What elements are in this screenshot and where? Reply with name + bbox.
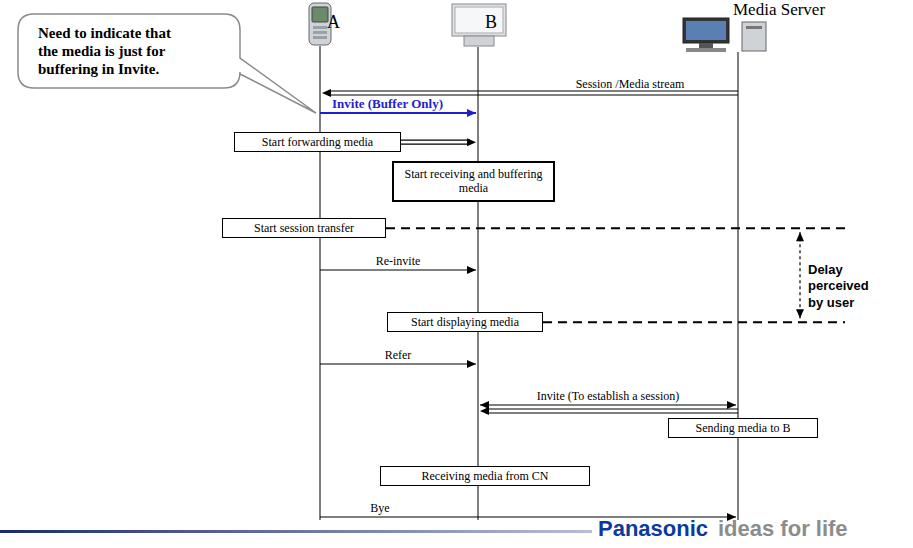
- lifeline: [478, 47, 479, 520]
- tv-screen: [455, 7, 503, 33]
- dashed-marker: [386, 227, 845, 229]
- tv-icon: [452, 4, 506, 46]
- monitor-screen: [686, 21, 726, 40]
- delay-note: Delay perceived by user: [808, 262, 880, 311]
- lifeline: [738, 52, 739, 520]
- message-arrow: [320, 112, 476, 114]
- arrowhead: [322, 89, 331, 97]
- phone-key: [313, 31, 327, 34]
- process-box: Sending media to B: [668, 418, 818, 438]
- participant-name: Media Server: [733, 0, 825, 20]
- phone-screen: [312, 7, 328, 22]
- message-label: Invite (To establish a session): [537, 389, 679, 403]
- message-label: Re-invite: [376, 254, 421, 268]
- arrowhead: [467, 360, 476, 368]
- media-stream-line: [401, 144, 470, 145]
- process-box: Receiving media from CN: [380, 466, 590, 486]
- node-text: Start receiving and buffering media: [400, 167, 547, 196]
- message-arrow: [480, 404, 736, 405]
- dashed-marker: [543, 321, 845, 323]
- node-text: Start displaying media: [396, 315, 534, 329]
- message-label: Session /Media stream: [576, 77, 685, 91]
- phone-key: [313, 36, 327, 39]
- message-arrow: [320, 363, 476, 364]
- media-stream-line: [401, 140, 470, 141]
- delay-arrow: [799, 232, 800, 318]
- node-text: Start session transfer: [231, 221, 377, 235]
- message-label: Refer: [385, 348, 412, 362]
- message-arrow: [320, 269, 476, 270]
- participant-name: B: [485, 12, 497, 34]
- tv-frame: [452, 4, 506, 36]
- monitor-base: [699, 43, 713, 48]
- arrowhead: [467, 266, 476, 274]
- arrowhead: [480, 407, 489, 415]
- node-text: Start forwarding media: [243, 135, 392, 149]
- media-stream-line: [486, 412, 738, 413]
- media-stream-line: [328, 94, 738, 95]
- lifeline: [320, 46, 321, 520]
- keyboard: [686, 48, 726, 52]
- pc-icon: [683, 18, 766, 52]
- arrowhead: [727, 401, 736, 409]
- tower: [742, 22, 766, 51]
- media-stream-line: [486, 408, 738, 409]
- monitor: [683, 18, 729, 43]
- tv-stand: [464, 36, 494, 46]
- drive-bay: [746, 26, 762, 29]
- process-box: Start displaying media: [387, 312, 543, 332]
- callout-shape: [18, 14, 316, 113]
- process-box: Start forwarding media: [234, 132, 401, 152]
- logo-tagline: ideas for life: [718, 516, 848, 542]
- process-box: Start receiving and buffering media: [392, 161, 555, 202]
- message-label: Bye: [370, 501, 389, 515]
- node-text: Sending media to B: [677, 421, 809, 435]
- arrowhead: [467, 109, 476, 117]
- phone-key: [313, 26, 327, 29]
- node-text: Need to indicate that the media is just …: [38, 24, 182, 78]
- participant-name: A: [327, 12, 340, 34]
- message-label: Invite (Buffer Only): [332, 96, 443, 112]
- node-text: Receiving media from CN: [389, 469, 581, 483]
- arrowhead: [796, 309, 804, 318]
- arrowhead: [796, 232, 804, 241]
- arrowhead: [467, 138, 476, 146]
- footer-rule: [0, 530, 592, 533]
- callout-bubble: Need to indicate that the media is just …: [18, 14, 240, 88]
- process-box: Start session transfer: [222, 218, 386, 238]
- logo-text: Panasonic: [598, 516, 708, 542]
